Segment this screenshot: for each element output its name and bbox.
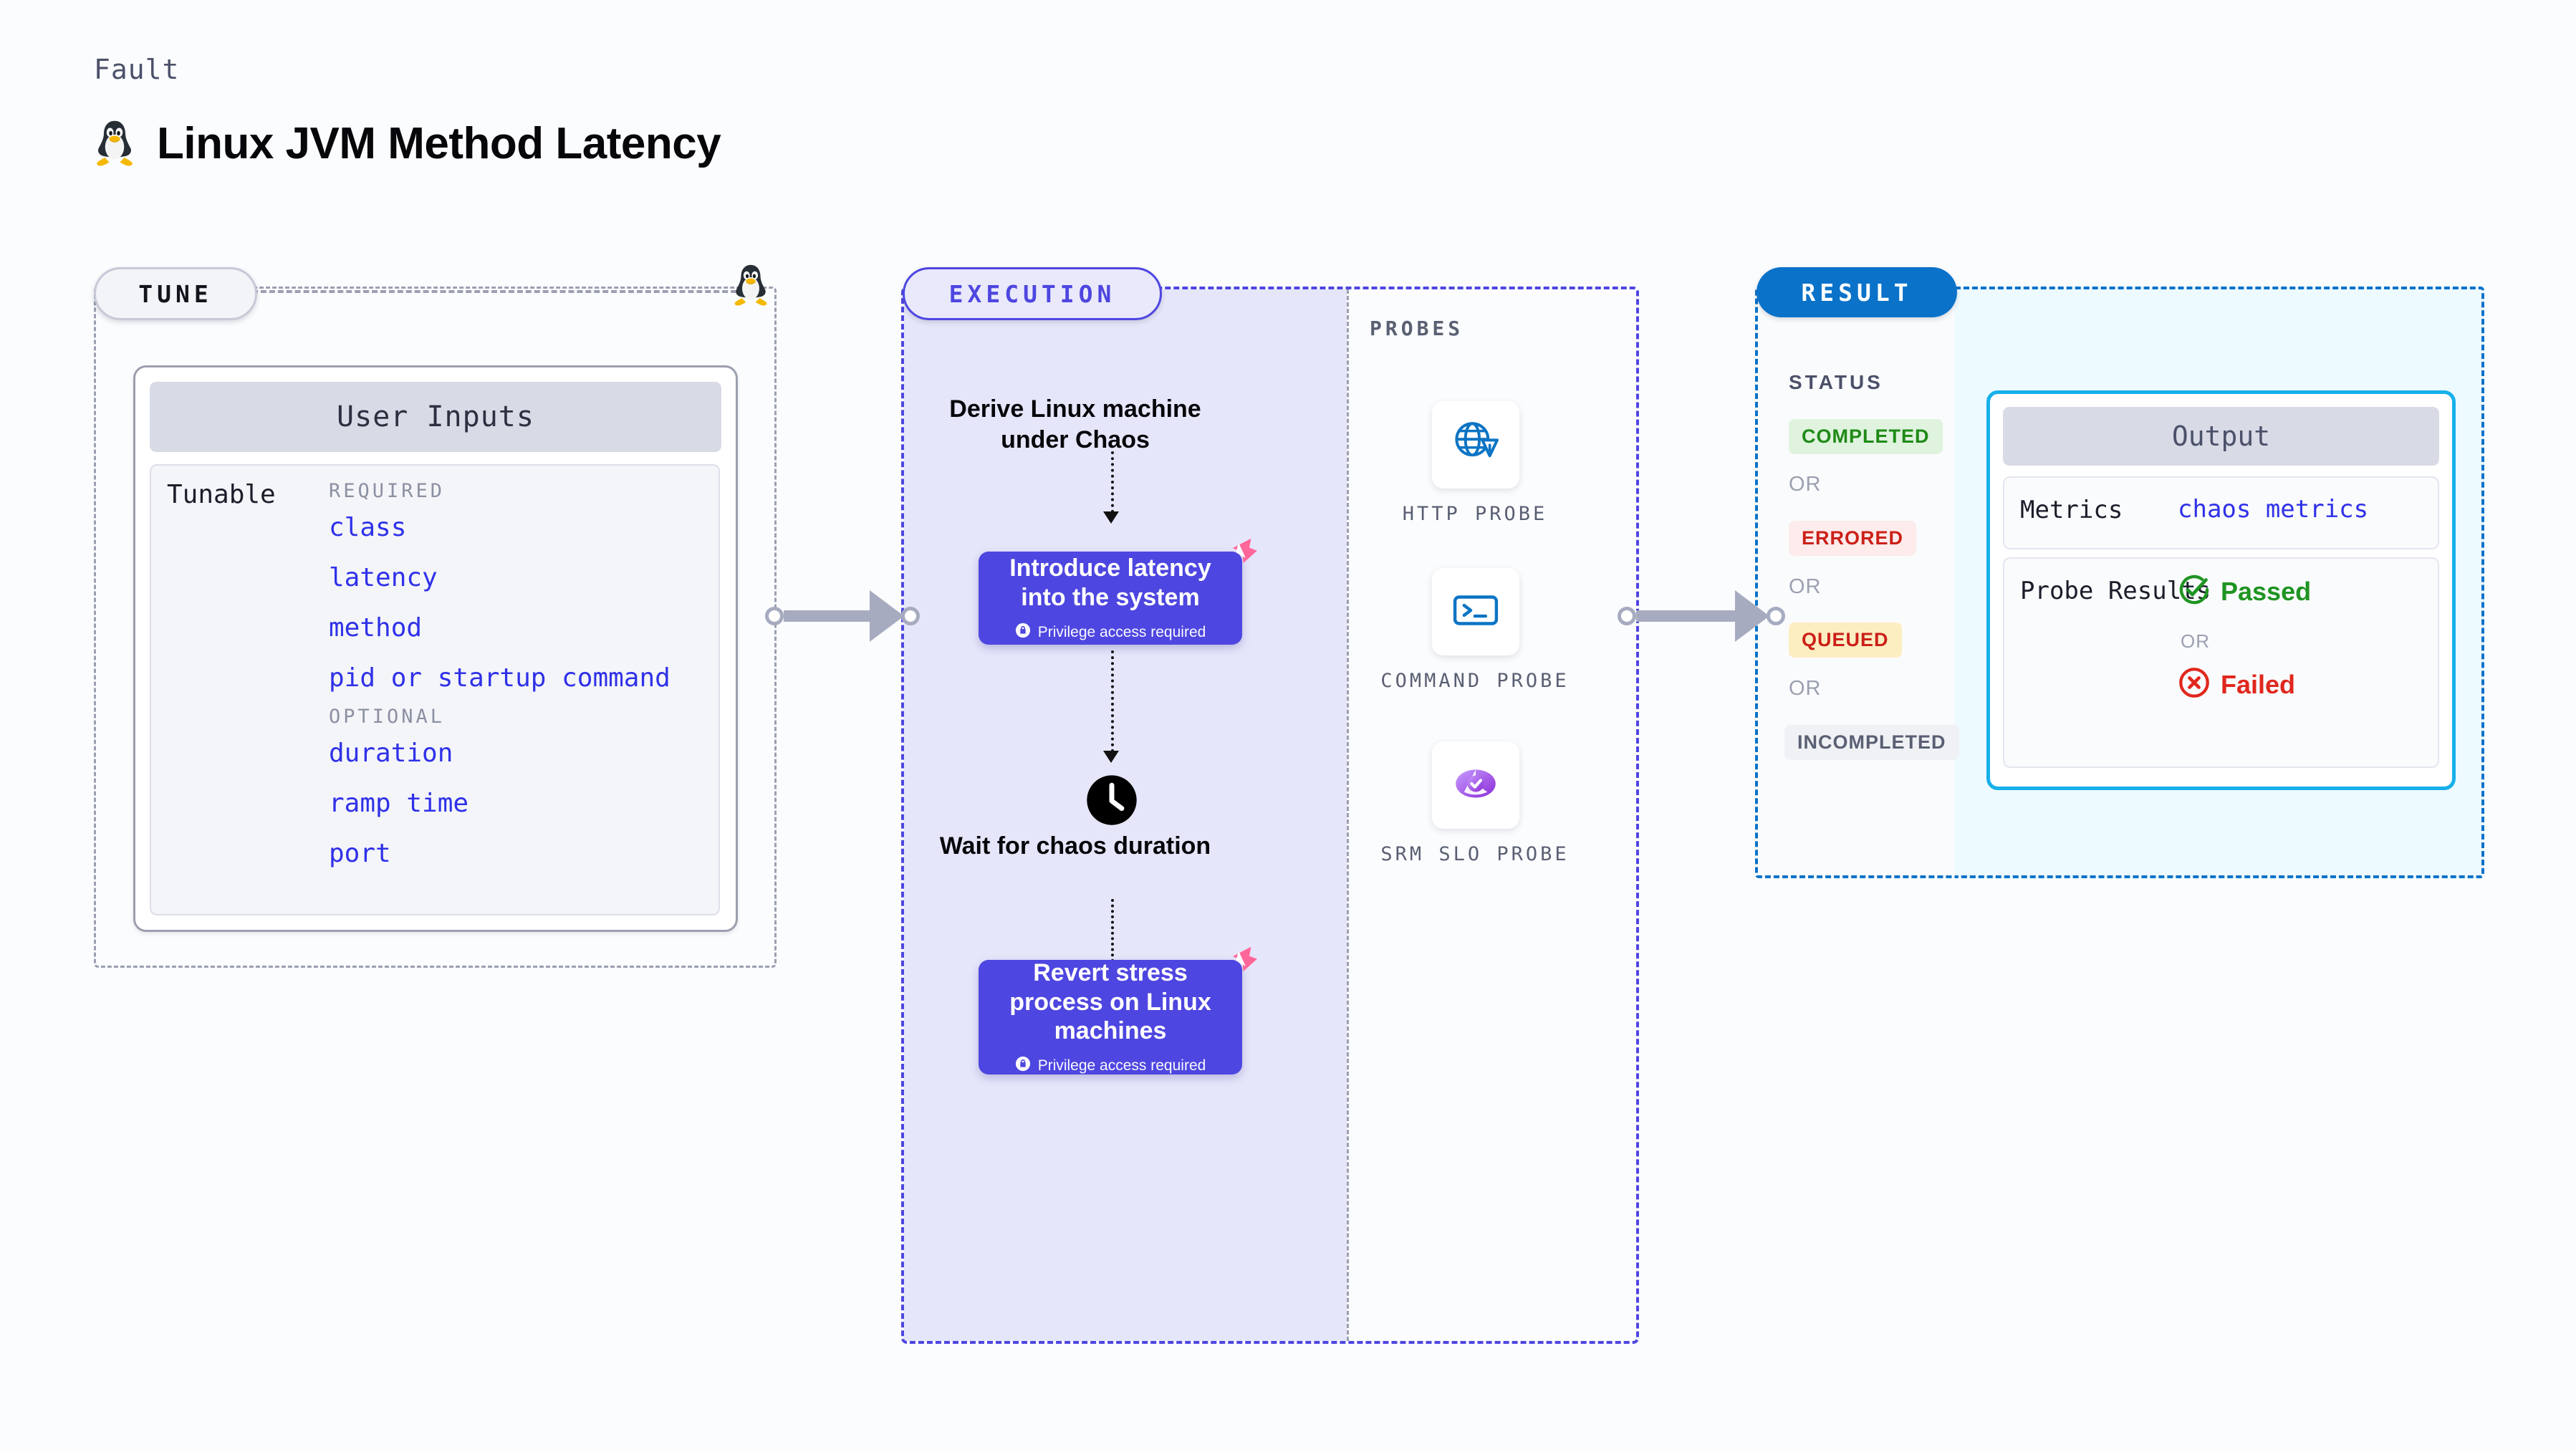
linux-penguin-icon — [94, 120, 135, 168]
lock-icon — [1015, 1056, 1031, 1076]
user-inputs-title: User Inputs — [150, 382, 721, 452]
tune-section-badge[interactable]: TUNE — [94, 267, 257, 320]
connector-probes-to-result — [1618, 590, 1785, 642]
output-title: Output — [2003, 407, 2439, 466]
flow-arrow-head-1 — [1103, 511, 1119, 524]
output-row-probe-results: Probe Results Passed OR — [2003, 557, 2439, 768]
tune-panel — [94, 287, 777, 968]
lock-icon — [1015, 622, 1031, 643]
probe-failed-text: Failed — [2221, 669, 2296, 699]
connector-arrow-head — [870, 590, 904, 642]
tunable-item-method[interactable]: method — [329, 613, 423, 643]
probe-card-command[interactable] — [1432, 568, 1519, 655]
globe-warning-icon — [1449, 417, 1502, 473]
flow-arrow-line-1 — [1111, 451, 1114, 513]
connector-tune-to-execution — [765, 590, 920, 642]
flow-arrow-head-2 — [1103, 751, 1119, 763]
execution-action-introduce-latency[interactable]: Introduce latency into the system Privil… — [979, 538, 1257, 645]
execution-probes-panel: PROBES — [901, 287, 1639, 1344]
probe-label-srm-slo: SRM SLO PROBE — [1380, 843, 1570, 865]
tunable-item-pid-or-startup-command[interactable]: pid or startup command — [329, 663, 671, 693]
probes-section-label: PROBES — [1370, 317, 1464, 340]
x-circle-icon — [2178, 666, 2211, 703]
status-badge-errored: ERRORED — [1789, 521, 1917, 556]
tunable-item-class[interactable]: class — [329, 513, 407, 542]
fault-eyebrow-label: Fault — [94, 54, 180, 85]
privilege-note-text: Privilege access required — [1037, 623, 1206, 640]
status-column-label: STATUS — [1789, 371, 1883, 393]
probe-results-key: Probe Results — [2020, 576, 2211, 607]
output-row-metrics: Metrics chaos metrics — [2003, 476, 2439, 549]
status-badge-completed: COMPLETED — [1789, 419, 1943, 454]
clock-icon — [1085, 774, 1138, 830]
probe-result-passed: Passed — [2178, 573, 2311, 610]
harness-logo-icon — [1221, 943, 1262, 988]
metrics-value[interactable]: chaos metrics — [2178, 495, 2369, 524]
probe-label-http: HTTP PROBE — [1402, 503, 1548, 525]
connector-arrow-head — [1735, 590, 1769, 642]
probe-card-http[interactable] — [1432, 401, 1519, 489]
tune-connector-line — [252, 290, 754, 293]
tunable-box: Tunable REQUIRED class latency method pi… — [150, 464, 720, 915]
privilege-note: Privilege access required — [1015, 1056, 1206, 1076]
action-title: Introduce latency into the system — [1009, 554, 1211, 611]
status-badge-incompleted: INCOMPLETED — [1784, 725, 1959, 760]
probes-divider — [1347, 289, 1349, 1341]
status-or-3: OR — [1789, 677, 1822, 700]
action-title: Revert stress process on Linux machines — [1009, 958, 1211, 1045]
harness-logo-icon — [1221, 534, 1262, 580]
linux-penguin-icon — [732, 264, 769, 308]
output-card: Output Metrics chaos metrics Probe Resul… — [1986, 390, 2456, 790]
privilege-note: Privilege access required — [1015, 622, 1206, 643]
tunable-item-ramp-time[interactable]: ramp time — [329, 789, 469, 818]
tunable-input-list: REQUIRED class latency method pid or sta… — [329, 480, 701, 881]
status-or-1: OR — [1789, 473, 1822, 496]
execution-step-wait-caption: Wait for chaos duration — [939, 832, 1211, 860]
connector-bar — [784, 610, 871, 622]
connector-start-dot — [765, 607, 784, 625]
tunable-item-latency[interactable]: latency — [329, 563, 438, 592]
terminal-icon — [1449, 584, 1502, 640]
check-circle-icon — [2178, 573, 2211, 610]
metrics-key: Metrics — [2020, 496, 2123, 524]
probe-results-key-text: Probe Results — [2020, 577, 2211, 605]
probe-card-srm-slo[interactable] — [1432, 741, 1519, 829]
connector-start-dot — [1618, 607, 1636, 625]
probe-passed-text: Passed — [2221, 576, 2312, 606]
page-title-row: Linux JVM Method Latency — [94, 118, 721, 169]
execution-action-revert-stress[interactable]: Revert stress process on Linux machines … — [979, 946, 1257, 1076]
tunable-item-duration[interactable]: duration — [329, 739, 453, 768]
user-inputs-card: User Inputs Tunable REQUIRED class laten… — [133, 365, 738, 932]
execution-step-derive-caption: Derive Linux machine under Chaos — [949, 395, 1201, 453]
required-group-label: REQUIRED — [329, 480, 446, 502]
privilege-note-text: Privilege access required — [1037, 1057, 1206, 1074]
connector-end-dot — [1767, 607, 1785, 625]
connector-bar — [1636, 610, 1736, 622]
slo-check-icon — [1449, 757, 1502, 814]
execution-section-badge[interactable]: EXECUTION — [903, 267, 1162, 320]
probe-result-failed: Failed — [2178, 666, 2295, 703]
connector-end-dot — [901, 607, 920, 625]
status-or-2: OR — [1789, 575, 1822, 598]
probe-label-command: COMMAND PROBE — [1380, 670, 1570, 692]
page-title: Linux JVM Method Latency — [157, 119, 721, 168]
probe-result-or: OR — [2181, 630, 2210, 652]
status-badge-queued: QUEUED — [1789, 622, 1902, 658]
tunable-label: Tunable — [167, 480, 276, 509]
tunable-item-port[interactable]: port — [329, 839, 391, 868]
optional-group-label: OPTIONAL — [329, 706, 446, 728]
flow-arrow-line-3 — [1111, 899, 1114, 962]
result-section-badge[interactable]: RESULT — [1756, 267, 1957, 317]
flow-arrow-line-2 — [1111, 650, 1114, 752]
